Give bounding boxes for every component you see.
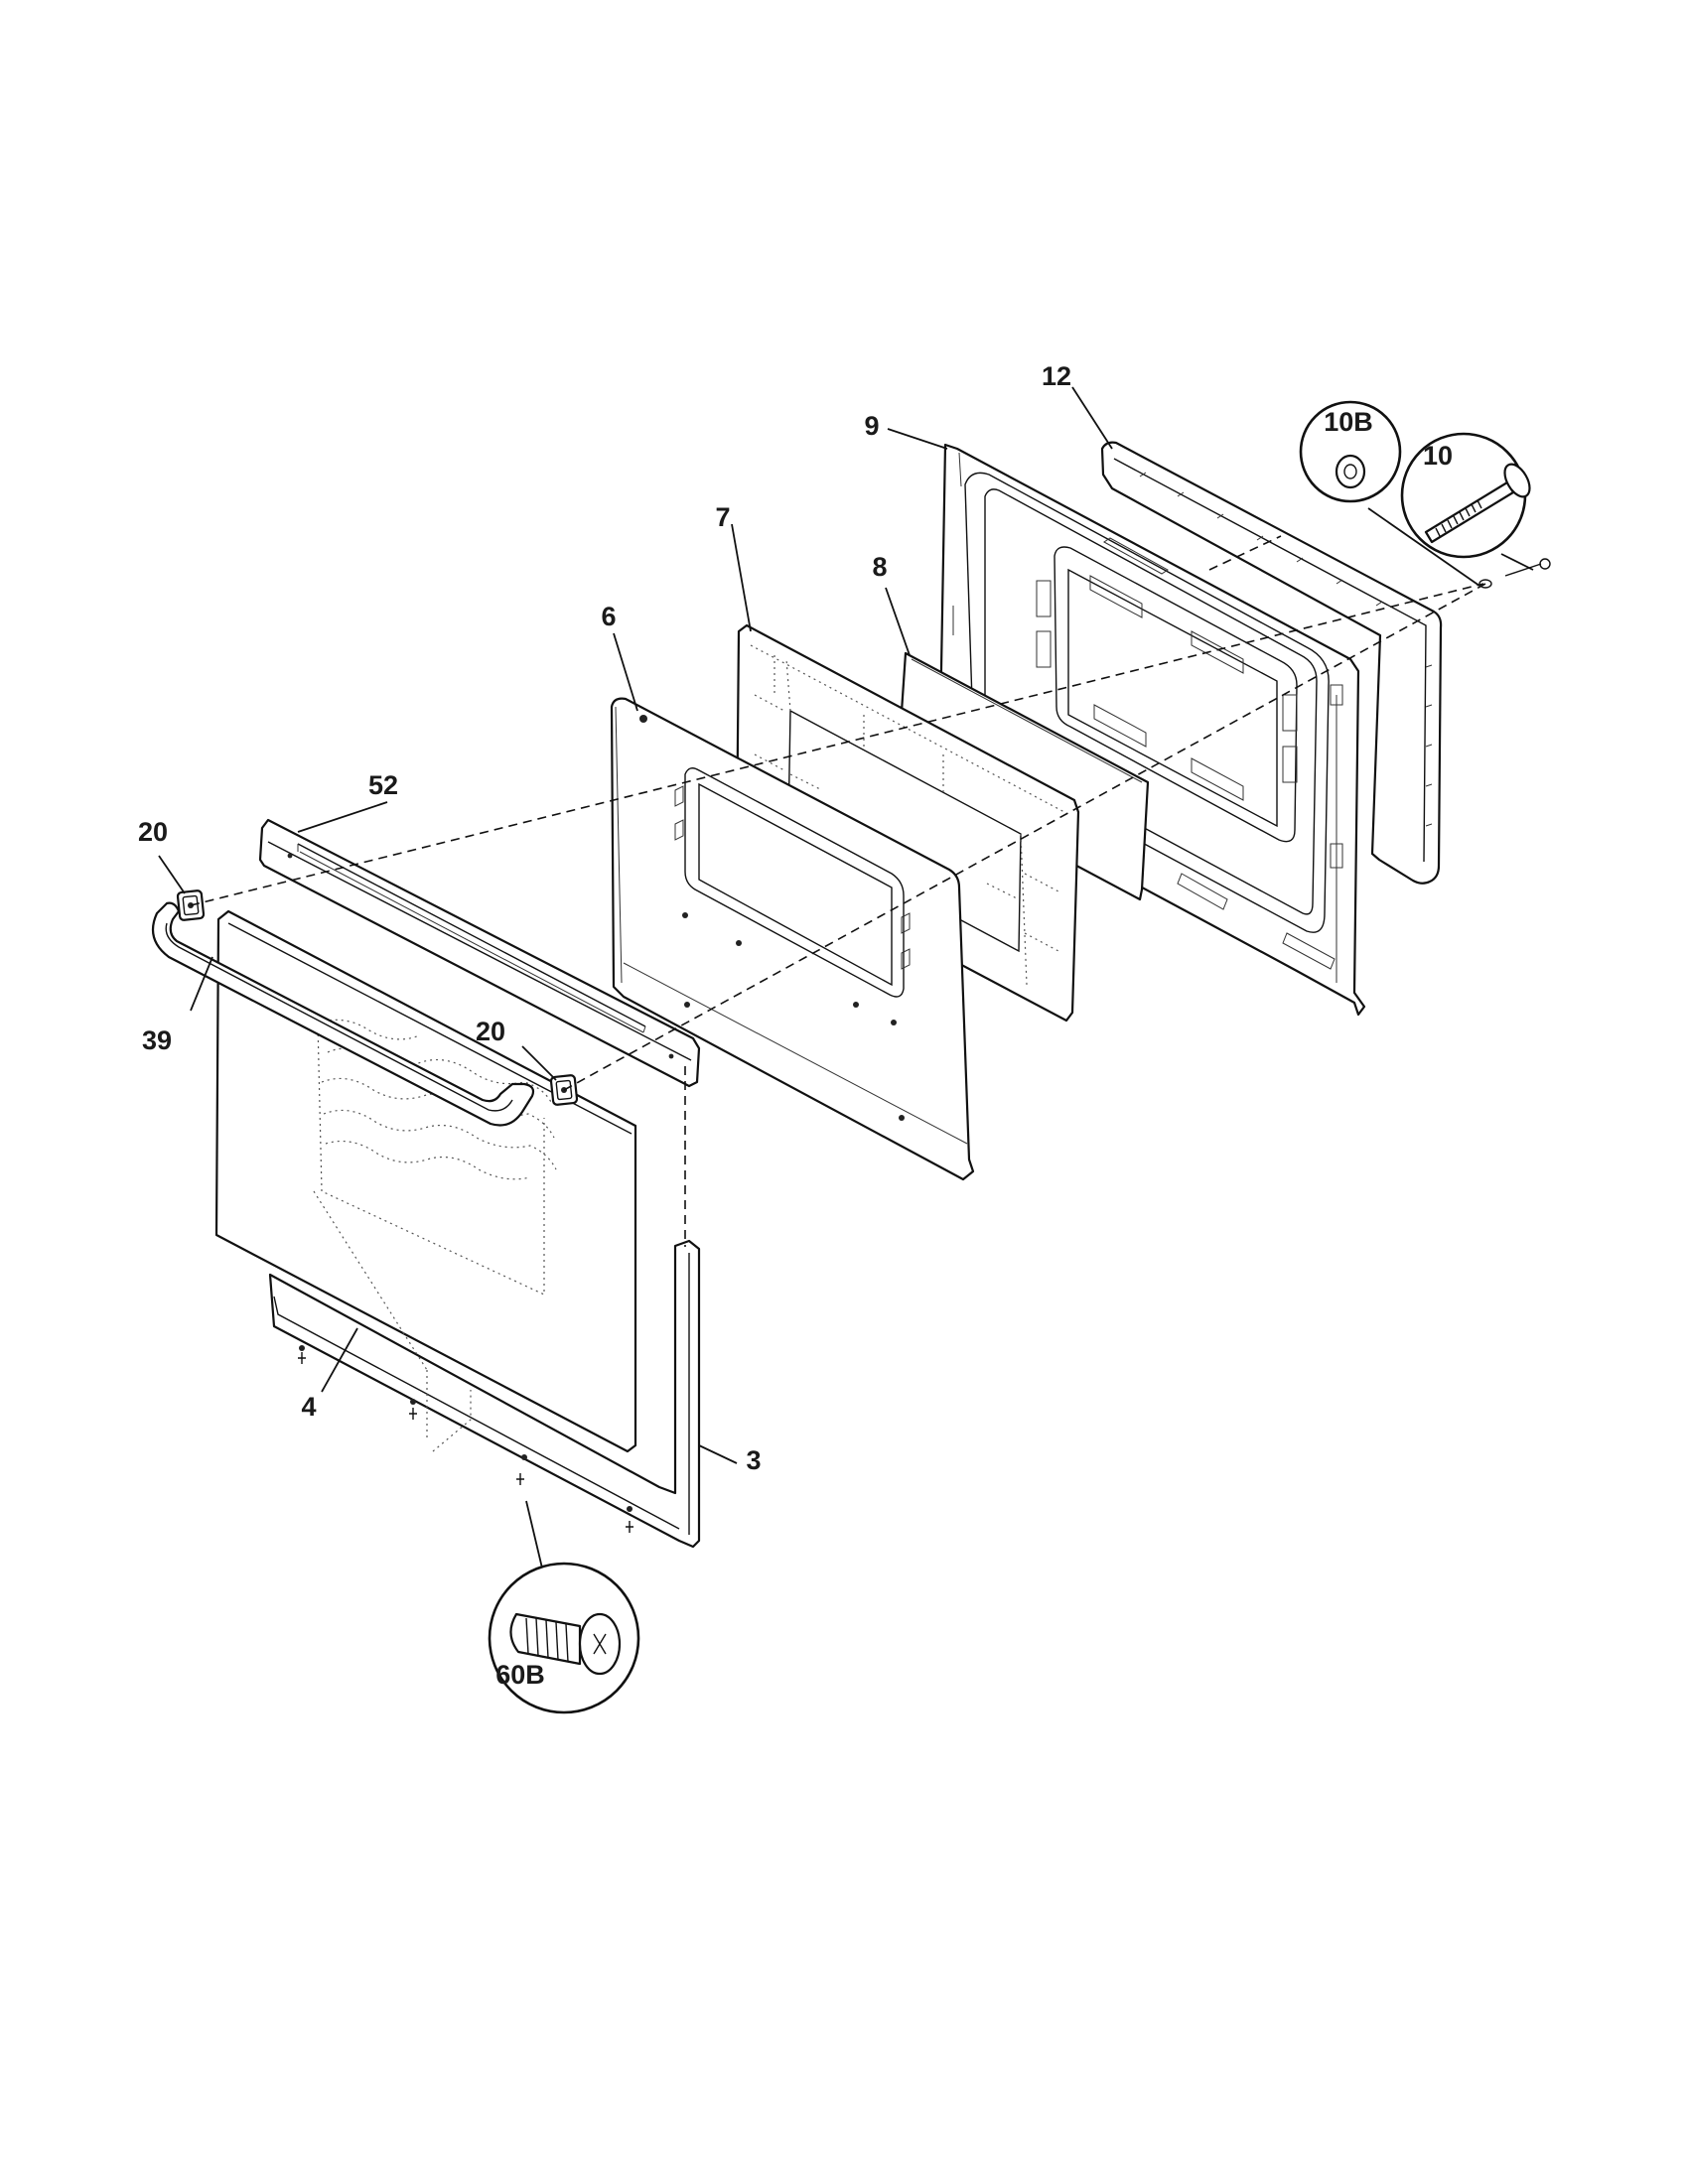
part-52-door-trim <box>258 818 701 1088</box>
part-9-inner-door-liner <box>937 443 1366 1017</box>
assembly-lines <box>190 535 1486 1247</box>
callout-20-left: 20 <box>138 817 168 847</box>
callout-60b: 60B <box>495 1660 545 1690</box>
callout-9: 9 <box>864 411 879 441</box>
leader-lines <box>158 386 1534 1577</box>
part-3-outer-door-panel <box>268 1239 701 1549</box>
part-10-screw-installed <box>1478 558 1551 589</box>
part-6-door-frame <box>610 697 975 1181</box>
callout-4: 4 <box>301 1392 316 1422</box>
callout-10: 10 <box>1423 441 1453 471</box>
callout-7: 7 <box>715 502 730 532</box>
callout-20-right: 20 <box>476 1017 505 1046</box>
part-12-door-gasket <box>1100 441 1443 885</box>
detail-10-screw <box>1400 432 1531 559</box>
callout-12: 12 <box>1042 361 1071 391</box>
door-bottom-screws <box>298 1352 633 1533</box>
callout-52: 52 <box>368 770 398 800</box>
callout-8: 8 <box>872 552 887 582</box>
callout-10b: 10B <box>1324 407 1373 437</box>
callout-39: 39 <box>142 1025 172 1055</box>
callout-3: 3 <box>746 1445 761 1475</box>
detail-10b-washer <box>1299 400 1402 503</box>
detail-60b-screw <box>488 1562 640 1714</box>
callout-6: 6 <box>601 602 616 631</box>
part-4-outer-glass <box>214 909 637 1453</box>
part-39-door-handle <box>151 901 535 1127</box>
